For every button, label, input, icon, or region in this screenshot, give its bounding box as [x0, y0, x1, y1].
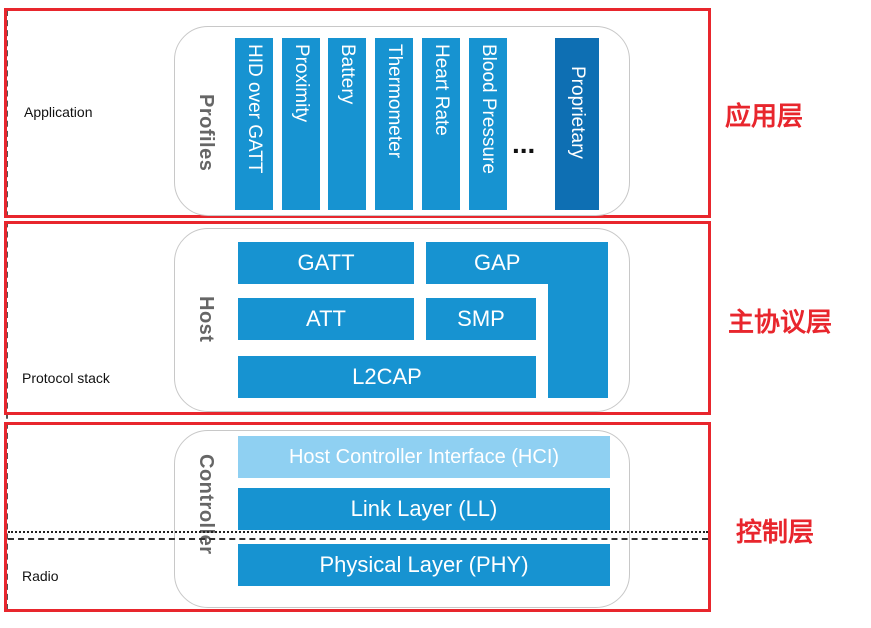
profiles-ellipsis: ... — [512, 128, 536, 159]
host-side-label: Protocol stack — [22, 370, 110, 386]
application-section-outline — [4, 8, 711, 218]
controller-heading: Controller — [195, 454, 217, 555]
outer-frame-left-border — [6, 10, 8, 610]
profile-hid-over-gatt: HID over GATT — [235, 38, 273, 210]
radio-separator-dotted — [8, 531, 708, 533]
link-layer-block: Link Layer (LL) — [238, 488, 610, 530]
controller-section-outline — [4, 422, 711, 612]
hci-block: Host Controller Interface (HCI) — [238, 436, 610, 478]
gap-block: GAP — [426, 242, 608, 398]
radio-separator-dashdot — [8, 538, 708, 540]
host-section-outline — [4, 221, 711, 415]
profile-thermometer: Thermometer — [375, 38, 413, 210]
l2cap-block: L2CAP — [238, 356, 536, 398]
att-block: ATT — [238, 298, 414, 340]
gatt-block: GATT — [238, 242, 414, 284]
smp-block: SMP — [426, 298, 536, 340]
profile-proprietary: Proprietary — [555, 38, 599, 210]
profile-battery: Battery — [328, 38, 366, 210]
radio-side-label: Radio — [22, 568, 59, 584]
application-side-label: Application — [24, 104, 93, 120]
controller-cn-label: 控制层 — [736, 518, 815, 548]
profile-heart-rate: Heart Rate — [422, 38, 460, 210]
physical-layer-block: Physical Layer (PHY) — [238, 544, 610, 586]
host-cn-label: 主协议层 — [728, 308, 833, 338]
host-heading: Host — [195, 296, 217, 343]
profile-proximity: Proximity — [282, 38, 320, 210]
profile-blood-pressure: Blood Pressure — [469, 38, 507, 210]
gap-label: GAP — [474, 250, 521, 275]
application-cn-label: 应用层 — [725, 102, 804, 132]
profiles-heading: Profiles — [195, 94, 217, 172]
